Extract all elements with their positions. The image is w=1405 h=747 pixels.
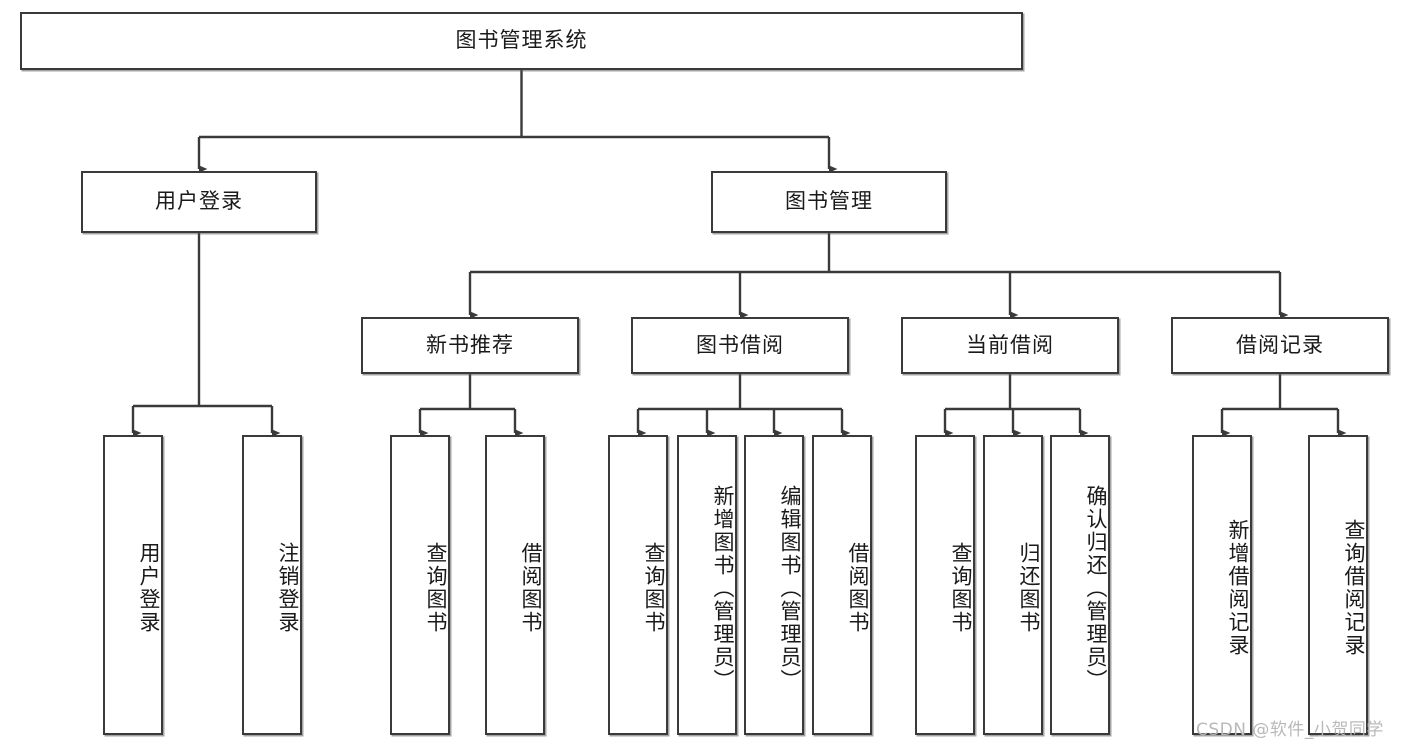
node-label: 确认归还（管理员） bbox=[1084, 484, 1108, 692]
node-label: 新增图书（管理员） bbox=[711, 484, 735, 692]
node-leaf-leaf-user-logout: 注销登录 bbox=[242, 435, 302, 735]
node-leaf-leaf-borrow-book: 借阅图书 bbox=[812, 435, 872, 735]
node-label: 借阅图书 bbox=[519, 542, 543, 634]
node-label: 查询图书 bbox=[424, 542, 448, 634]
node-book-manage: 图书管理 bbox=[711, 171, 947, 233]
node-root-root: 图书管理系统 bbox=[20, 12, 1023, 70]
node-label: 当前借阅 bbox=[966, 332, 1054, 357]
node-leaf-leaf-query-book-current: 查询图书 bbox=[915, 435, 975, 735]
node-new-book-recommend: 新书推荐 bbox=[361, 317, 579, 374]
node-leaf-leaf-query-borrow-record: 查询借阅记录 bbox=[1308, 435, 1368, 735]
node-label: 借阅记录 bbox=[1236, 332, 1324, 357]
node-label: 新增借阅记录 bbox=[1226, 519, 1250, 657]
csdn-watermark: CSDN @软件_小贺同学 bbox=[1196, 720, 1384, 740]
node-leaf-leaf-add-book: 新增图书（管理员） bbox=[677, 435, 737, 735]
node-leaf-leaf-edit-book: 编辑图书（管理员） bbox=[744, 435, 804, 735]
node-label: 注销登录 bbox=[276, 542, 300, 634]
node-leaf-leaf-query-book-borrow: 查询图书 bbox=[608, 435, 668, 735]
node-label: 查询图书 bbox=[642, 542, 666, 634]
node-label: 新书推荐 bbox=[426, 332, 514, 357]
node-label: 图书管理 bbox=[785, 189, 873, 214]
node-book-borrow: 图书借阅 bbox=[631, 317, 849, 374]
node-borrow-record: 借阅记录 bbox=[1171, 317, 1389, 374]
node-leaf-leaf-confirm-return: 确认归还（管理员） bbox=[1050, 435, 1110, 735]
node-leaf-leaf-add-borrow-record: 新增借阅记录 bbox=[1192, 435, 1252, 735]
node-label: 编辑图书（管理员） bbox=[778, 484, 802, 692]
node-current-borrow: 当前借阅 bbox=[901, 317, 1119, 374]
node-label: 用户登录 bbox=[137, 542, 161, 634]
node-leaf-leaf-return-book: 归还图书 bbox=[983, 435, 1043, 735]
node-label: 借阅图书 bbox=[846, 542, 870, 634]
node-label: 归还图书 bbox=[1017, 542, 1041, 634]
node-label: 查询图书 bbox=[949, 542, 973, 634]
node-leaf-leaf-user-login: 用户登录 bbox=[103, 435, 163, 735]
node-label: 用户登录 bbox=[155, 189, 243, 214]
node-label: 查询借阅记录 bbox=[1342, 519, 1366, 657]
node-label: 图书管理系统 bbox=[455, 28, 588, 53]
node-leaf-leaf-query-book-recommend: 查询图书 bbox=[390, 435, 450, 735]
node-label: 图书借阅 bbox=[696, 332, 784, 357]
node-user-login: 用户登录 bbox=[81, 171, 317, 233]
node-leaf-leaf-borrow-book-recommend: 借阅图书 bbox=[485, 435, 545, 735]
